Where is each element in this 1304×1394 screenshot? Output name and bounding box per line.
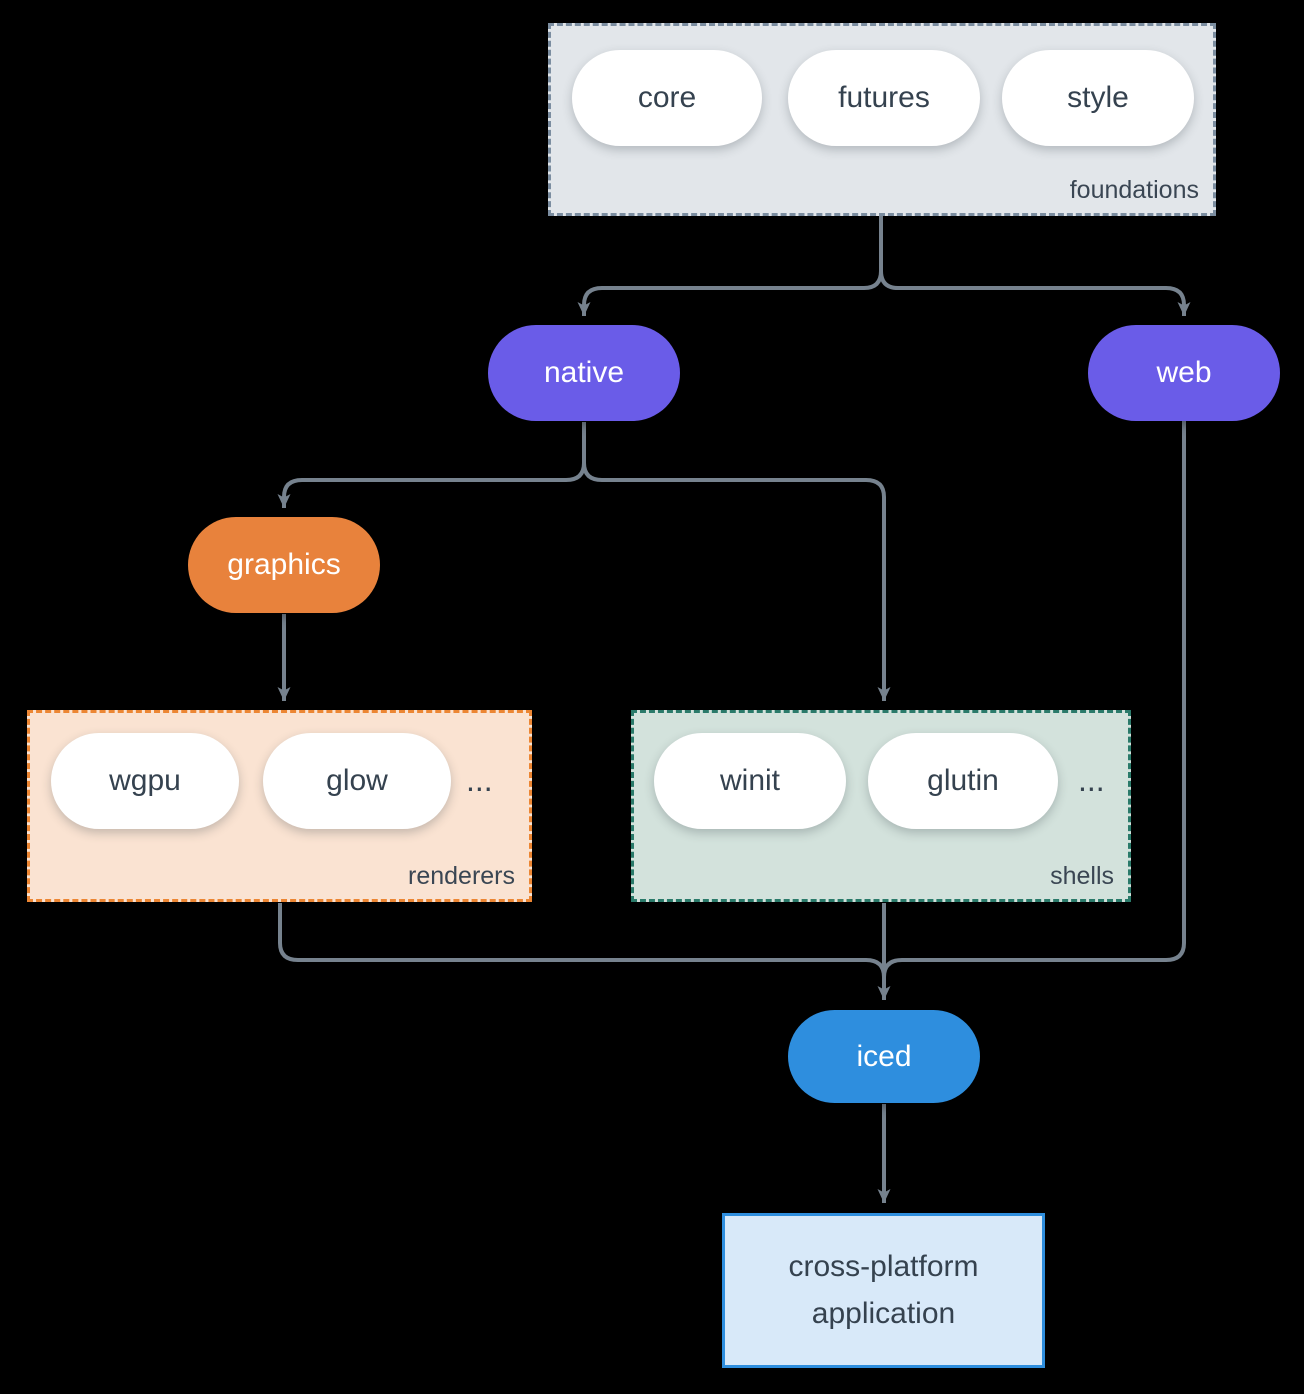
node-graphics: graphics (188, 517, 380, 613)
node-graphics-label: graphics (227, 548, 341, 581)
edge-native-shells (582, 422, 891, 701)
group-shells-label: shells (1050, 862, 1114, 890)
edge-web-iced (882, 419, 1186, 988)
node-native-label: native (543, 356, 625, 389)
node-winit-label: winit (719, 764, 780, 797)
node-futures: futures (788, 50, 980, 146)
node-native: native (488, 325, 680, 421)
node-glutin-label: glutin (927, 764, 999, 797)
group-foundations-label: foundations (1069, 176, 1199, 204)
node-web: web (1088, 325, 1280, 421)
node-cross-platform-application-label: cross-platform application (788, 1250, 979, 1330)
node-winit: winit (654, 733, 846, 829)
edge-renderers-iced (278, 903, 886, 988)
node-cross-platform-application: cross-platform application (722, 1213, 1045, 1368)
node-style: style (1002, 50, 1194, 146)
edge-foundations-native (577, 216, 883, 316)
group-renderers-label: renderers (408, 862, 515, 890)
edge-foundations-web (879, 216, 1191, 316)
shells-ellipsis: ... (1078, 762, 1105, 798)
edge-native-graphics (277, 422, 586, 508)
node-glow: glow (263, 733, 451, 829)
node-wgpu-label: wgpu (109, 764, 181, 797)
renderers-ellipsis: ... (466, 762, 493, 798)
node-futures-label: futures (838, 81, 930, 114)
node-style-label: style (1067, 81, 1129, 114)
node-iced-label: iced (856, 1039, 912, 1073)
node-glutin: glutin (868, 733, 1058, 829)
node-iced: iced (788, 1010, 980, 1103)
node-core-label: core (637, 81, 697, 114)
node-web-label: web (1156, 356, 1212, 389)
node-wgpu: wgpu (51, 733, 239, 829)
node-glow-label: glow (326, 764, 388, 797)
node-core: core (572, 50, 762, 146)
